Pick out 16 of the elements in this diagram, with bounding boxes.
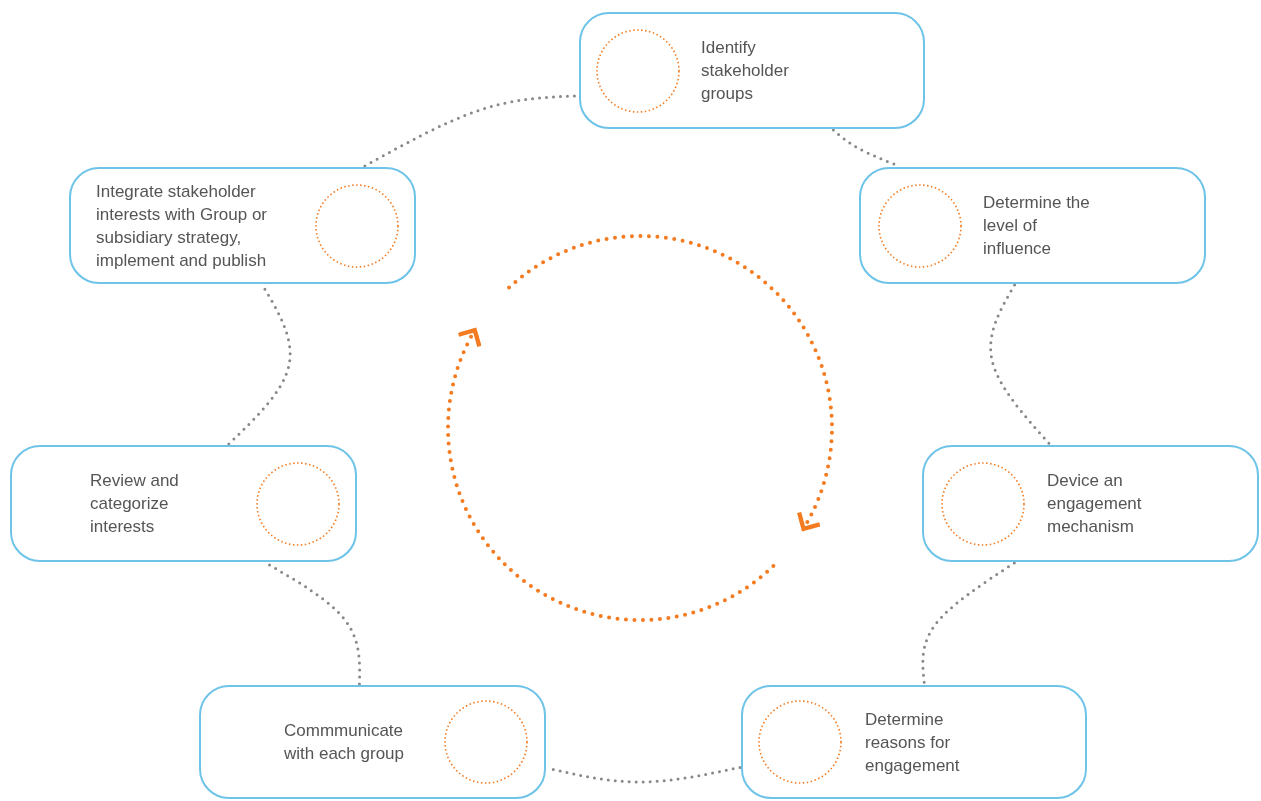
process-box: [859, 167, 1206, 284]
process-box: [69, 167, 416, 284]
step-label: Identify stakeholder groups: [701, 37, 790, 105]
step-label: Review and categorize interests: [90, 470, 180, 538]
process-box: [922, 445, 1259, 562]
process-box: [10, 445, 357, 562]
step-label: Device an engagement mechanism: [1047, 470, 1143, 538]
dotted-connector: [921, 561, 1016, 686]
process-box: [579, 12, 925, 129]
step-label: Commmunicate with each group: [284, 720, 406, 765]
step-label: Determine reasons for engagement: [865, 708, 961, 777]
process-box: [199, 685, 546, 799]
step-label: Integrate stakeholder interests with Group or subsidiary strategy, implement and publish: [96, 180, 268, 272]
step-label: Determine the level of influence: [983, 192, 1091, 260]
dotted-connector: [989, 283, 1052, 446]
process-box: [741, 685, 1087, 799]
